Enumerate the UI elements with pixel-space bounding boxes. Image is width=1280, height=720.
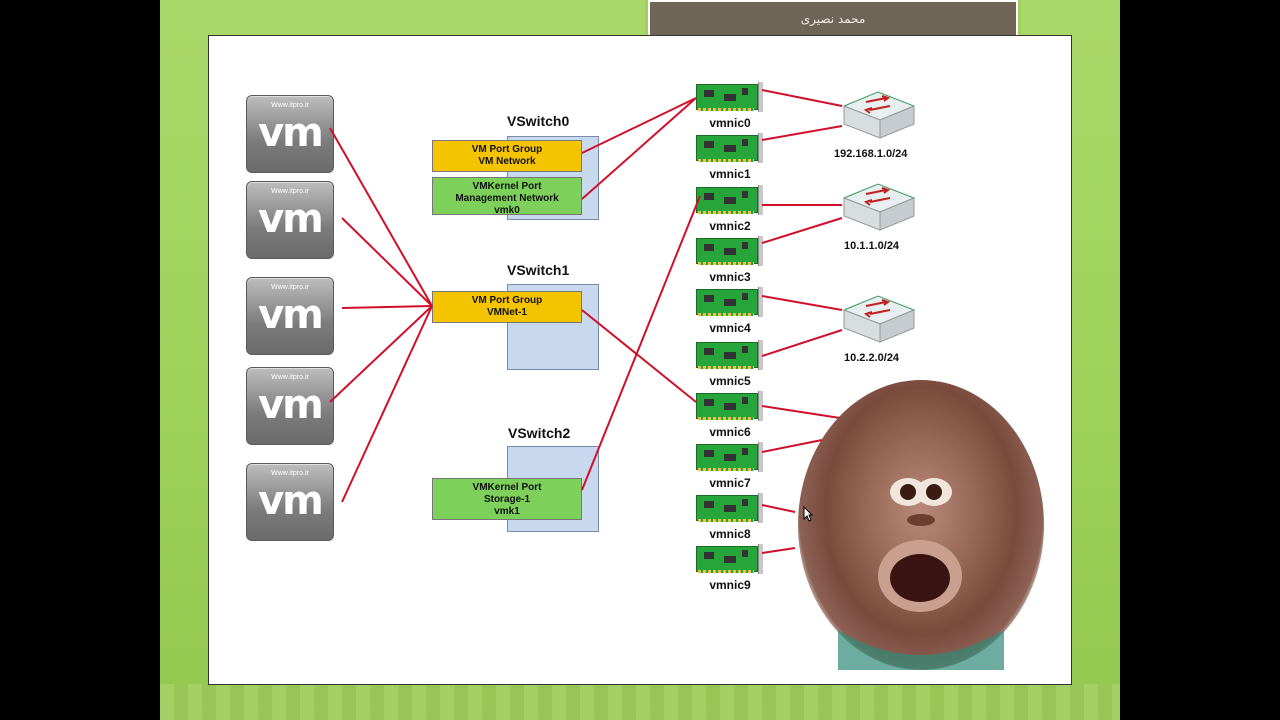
- network-card-icon: [696, 82, 763, 112]
- network-label: 10.1.1.0/24: [844, 240, 900, 252]
- network-card-icon: [696, 133, 763, 163]
- port-group-line: vmk0: [494, 205, 520, 216]
- vm-icon: Www.itpro.ir vm: [246, 95, 334, 173]
- nic-label: vmnic1: [709, 167, 751, 181]
- nic-label: vmnic0: [709, 116, 751, 130]
- vswitch0-title: VSwitch0: [507, 113, 570, 129]
- slide-footer-strip: [160, 684, 1120, 720]
- nic-label: vmnic9: [709, 578, 751, 592]
- port-group-line: VM Port Group: [471, 295, 543, 306]
- nic-label: vmnic3: [709, 270, 751, 284]
- nic-label: vmnic4: [709, 321, 751, 335]
- network-card-icon: [696, 185, 763, 215]
- vm-site-label: Www.itpro.ir: [271, 470, 309, 477]
- nic-label: vmnic5: [709, 374, 751, 388]
- port-group-management-network: VMKernel Port Management Network vmk0: [432, 177, 582, 216]
- presenter-name: محمد نصیری: [800, 12, 866, 26]
- vm-logo: vm: [258, 196, 324, 242]
- vm-icon: Www.itpro.ir vm: [246, 463, 334, 541]
- mouse-pointer-icon: [803, 505, 814, 522]
- port-group-line: VMNet-1: [486, 307, 527, 318]
- network-card-icon: [696, 493, 763, 523]
- port-group-line: vmk1: [494, 506, 520, 517]
- orangutan-photo: [798, 380, 1044, 670]
- port-group-vmnet-1: VM Port Group VMNet-1: [432, 291, 582, 323]
- network-label: 192.168.1.0/24: [834, 148, 908, 160]
- vm-logo: vm: [258, 478, 324, 524]
- vm-site-label: Www.itpro.ir: [271, 102, 309, 109]
- vm-icon: Www.itpro.ir vm: [246, 181, 334, 259]
- vm-site-label: Www.itpro.ir: [271, 188, 309, 195]
- vm-logo: vm: [258, 292, 324, 338]
- nic-label: vmnic2: [709, 219, 751, 233]
- vswitch1-title: VSwitch1: [507, 262, 570, 278]
- port-group-line: VM Port Group: [471, 144, 543, 155]
- network-card-icon: [696, 544, 763, 574]
- network-switch-icon: [840, 180, 918, 232]
- network-card-icon: [696, 236, 763, 266]
- network-card-icon: [696, 340, 763, 370]
- network-card-icon: [696, 442, 763, 472]
- port-group-line: VMKernel Port: [472, 181, 542, 192]
- vm-logo: vm: [258, 382, 324, 428]
- port-group-storage-1: VMKernel Port Storage-1 vmk1: [432, 478, 582, 520]
- network-card-icon: [696, 287, 763, 317]
- nic-label: vmnic8: [709, 527, 751, 541]
- vswitch2-title: VSwitch2: [508, 425, 571, 441]
- nic-label: vmnic7: [709, 476, 751, 490]
- vm-site-label: Www.itpro.ir: [271, 284, 309, 291]
- vm-icon: Www.itpro.ir vm: [246, 277, 334, 355]
- port-group-line: Storage-1: [483, 494, 531, 505]
- vm-logo: vm: [258, 110, 324, 156]
- network-switch-icon: [840, 292, 918, 344]
- port-group-line: Management Network: [455, 193, 559, 204]
- port-group-line: VM Network: [478, 156, 536, 167]
- port-group-line: VMKernel Port: [472, 482, 542, 493]
- network-switch-icon: [840, 88, 918, 140]
- nic-label: vmnic6: [709, 425, 751, 439]
- port-group-vm-network: VM Port Group VM Network: [432, 140, 582, 172]
- vm-icon: Www.itpro.ir vm: [246, 367, 334, 445]
- vm-site-label: Www.itpro.ir: [271, 374, 309, 381]
- network-label: 10.2.2.0/24: [844, 352, 900, 364]
- network-card-icon: [696, 391, 763, 421]
